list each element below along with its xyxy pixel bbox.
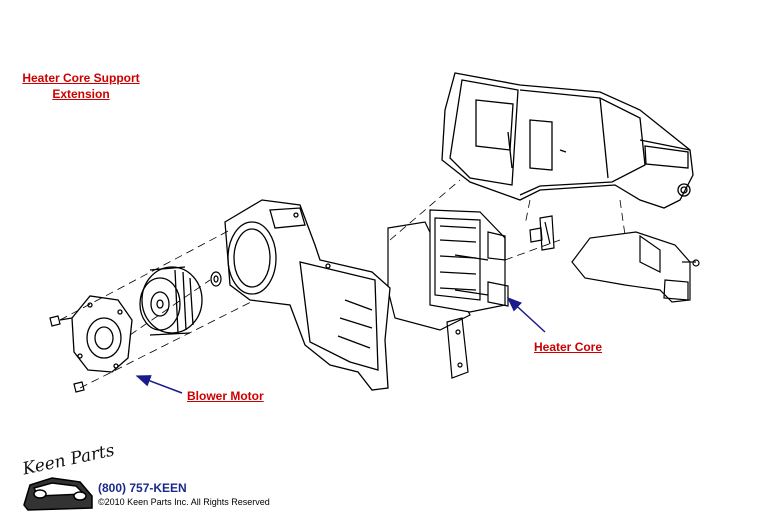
heater-core-arrow <box>506 296 546 333</box>
fan-wheel-drawing <box>139 266 203 336</box>
copyright-notice: ©2010 Keen Parts Inc. All Rights Reserve… <box>98 497 270 507</box>
assembly-guide-lines <box>59 179 626 389</box>
heater-case-drawing <box>441 72 694 209</box>
blower-housing-drawing <box>224 199 391 391</box>
keen-parts-logo <box>23 477 93 511</box>
duct-drawing <box>571 231 700 303</box>
link-line-1: Heater Core Support <box>22 71 140 85</box>
heater-core-support-extension-link[interactable]: Heater Core Support Extension <box>16 70 146 102</box>
hardware-drawing <box>49 271 222 393</box>
heater-core-drawing <box>387 209 509 379</box>
link-line-2: Extension <box>52 87 110 101</box>
blower-motor-link[interactable]: Blower Motor <box>187 389 264 403</box>
heater-core-link[interactable]: Heater Core <box>534 340 603 354</box>
bracket-drawing <box>529 215 555 251</box>
motor-drawing <box>71 295 133 373</box>
phone-number: (800) 757-KEEN <box>98 481 187 495</box>
blower-motor-arrow <box>135 375 183 394</box>
